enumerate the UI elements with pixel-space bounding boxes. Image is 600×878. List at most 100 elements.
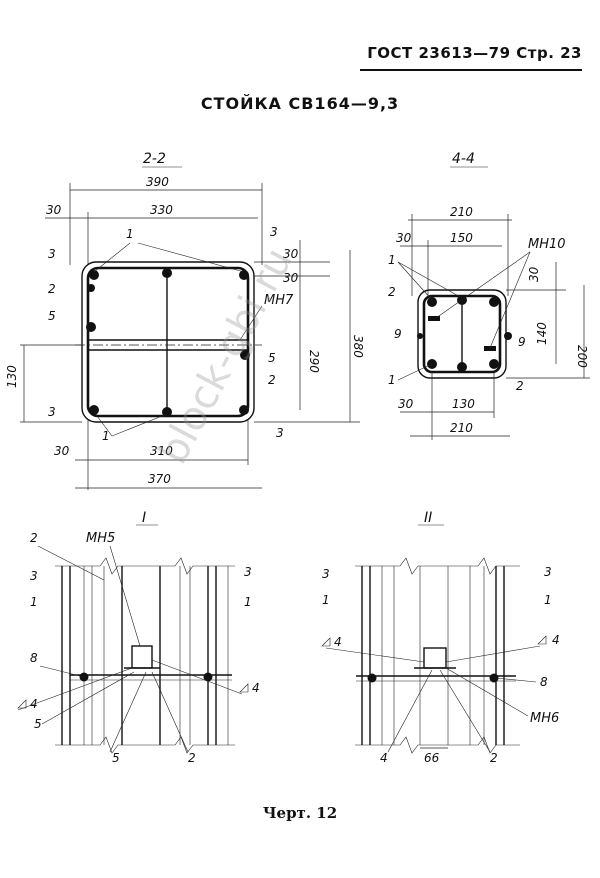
callout-5-bottom: 5	[112, 751, 120, 765]
callout-2-bottom: 2	[516, 379, 524, 393]
drawing-title: СТОЙКА СВ164—9,3	[200, 94, 400, 113]
callout-5-right: 5	[268, 351, 276, 365]
rebar-dot	[457, 362, 467, 372]
callout-9-right: 9	[518, 335, 526, 349]
callout-4-bottom: 4	[380, 751, 388, 765]
callout-3-bl: 3	[48, 405, 56, 419]
dim-210-top: 210	[450, 205, 473, 219]
header-rule	[360, 69, 582, 71]
dim-390: 390	[146, 175, 169, 189]
callout-3-right: 3	[244, 565, 252, 579]
weld-symbol	[239, 683, 249, 693]
leader	[37, 545, 105, 581]
dim-210-bottom: 210	[450, 421, 473, 435]
leader	[489, 251, 531, 349]
dim-30-a: 30	[283, 247, 299, 261]
leader	[387, 669, 433, 753]
callout-1-top: 1	[126, 227, 134, 241]
rebar-dot	[427, 297, 437, 307]
detail-ii-label: II	[424, 510, 432, 526]
callout-2-left: 2	[48, 282, 56, 296]
rebar-dot	[489, 359, 499, 369]
leader	[137, 242, 245, 273]
dim-200: 200	[575, 345, 589, 368]
detail-i-label: I	[142, 510, 146, 526]
dim-330: 330	[150, 203, 173, 217]
leader	[397, 261, 433, 301]
callout-5-left: 5	[48, 309, 56, 323]
weld-symbol	[321, 637, 331, 647]
rebar-dot	[417, 333, 423, 339]
dim-30-right: 30	[527, 266, 541, 282]
leader	[41, 671, 135, 725]
callout-3-left: 3	[30, 569, 38, 583]
rebar-dot	[489, 673, 499, 683]
embedded-plate	[428, 316, 440, 321]
detail-i: I 2 МН5 3 3 1 1 8 4	[17, 510, 260, 765]
rebar-dot	[89, 405, 99, 415]
figure-caption: Черт. 12	[262, 804, 338, 822]
dim-30-b: 30	[283, 271, 299, 285]
callout-2-right: 2	[268, 373, 276, 387]
callout-1-right: 1	[244, 595, 252, 609]
callout-mn10: МН10	[528, 237, 566, 252]
callout-9-left: 9	[394, 327, 402, 341]
dim-150: 150	[450, 231, 473, 245]
callout-2-bottom: 2	[490, 751, 498, 765]
weld-4-right: 4	[252, 681, 260, 695]
dim-370: 370	[148, 472, 171, 486]
rebar-dot	[239, 405, 249, 415]
callout-8: 8	[540, 675, 548, 689]
rebar-dot	[367, 673, 377, 683]
leader	[17, 667, 133, 711]
dim-290: 290	[307, 350, 321, 373]
dim-310: 310	[150, 444, 173, 458]
leader	[151, 671, 189, 753]
dim-130: 130	[5, 365, 19, 388]
section-2-2: 2-2 390 330 30 30	[5, 151, 365, 490]
callout-1-top: 1	[388, 253, 396, 267]
detail-ii: II 3 3 1 1 4 4 8 МН6 66 4	[321, 510, 560, 765]
callout-mn5: МН5	[86, 531, 115, 546]
leader	[495, 677, 537, 683]
leader	[445, 667, 529, 717]
leader	[39, 665, 85, 678]
embedded-plate-mn5	[131, 645, 153, 669]
rebar-dot	[89, 270, 99, 280]
callout-mn6: МН6	[530, 711, 559, 726]
leader	[397, 261, 463, 299]
leader	[111, 413, 168, 437]
leader	[109, 545, 141, 647]
rebar-dot	[489, 297, 499, 307]
callout-1-right: 1	[544, 593, 552, 607]
callout-mn7: МН7	[264, 293, 294, 308]
callout-3-tr: 3	[270, 225, 278, 239]
callout-1-left: 1	[30, 595, 38, 609]
rebar-dot	[87, 284, 95, 292]
standard-header: ГОСТ 23613—79 Стр. 23	[367, 44, 582, 62]
break-line-bottom	[55, 736, 235, 754]
section-2-2-label: 2-2	[143, 151, 166, 167]
dim-30-bottom: 30	[54, 444, 70, 458]
rebar-dot	[86, 322, 96, 332]
dim-30-left: 30	[46, 203, 62, 217]
callout-1-left: 1	[322, 593, 330, 607]
callout-3-right: 3	[544, 565, 552, 579]
dim-66: 66	[424, 751, 440, 765]
weld-symbol	[537, 635, 547, 645]
leader	[397, 363, 433, 381]
section-4-4: 4-4 210 150 30 30 140 200 130 30	[388, 151, 590, 440]
section-4-4-label: 4-4	[452, 151, 475, 167]
callout-8: 8	[30, 651, 38, 665]
leader	[445, 645, 541, 663]
embedded-plate-mn6	[423, 647, 447, 669]
rebar-dot	[162, 407, 172, 417]
weld-4-right: 4	[552, 633, 560, 647]
callout-5-left: 5	[34, 717, 42, 731]
dim-30-top: 30	[396, 231, 412, 245]
dim-130-4-4: 130	[452, 397, 475, 411]
leader	[325, 647, 425, 663]
weld-4-left: 4	[334, 635, 342, 649]
leader	[93, 411, 113, 437]
break-line-top	[55, 557, 235, 575]
